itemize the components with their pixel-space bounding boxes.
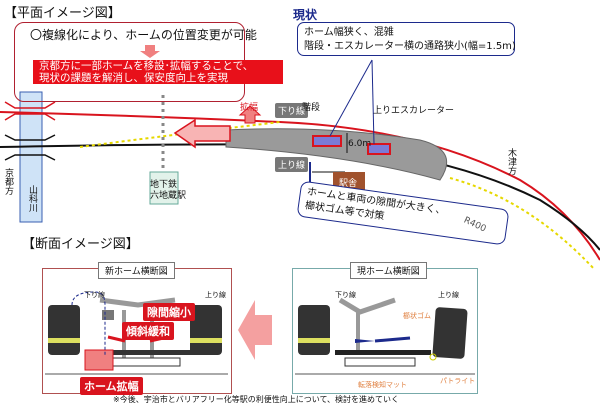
kyoto-direction: 京都方 bbox=[3, 168, 13, 195]
stairs-label: 階段 bbox=[302, 103, 321, 113]
proposal-line: 〇複線化により、ホームの位置変更が可能 bbox=[30, 28, 257, 42]
section-arrow bbox=[238, 300, 272, 360]
escalator-label: 上りエスカレーター bbox=[373, 106, 455, 116]
river-band bbox=[19, 91, 43, 223]
escalator-mark bbox=[367, 143, 391, 155]
bridge-marks bbox=[4, 101, 56, 121]
proposal-highlight: 京都方に一部ホームを移設･拡幅することで、現状の課題を解消し、保安度向上を実現 bbox=[33, 60, 283, 84]
station-building-label: 駅舎 bbox=[339, 179, 358, 189]
new-up-label: 上り線 bbox=[205, 291, 226, 299]
new-section-title: 新ホーム横断図 bbox=[98, 262, 175, 279]
down-line-label: 下り線 bbox=[275, 103, 309, 118]
plan-title: 【平面イメージ図】 bbox=[4, 6, 121, 21]
rubber-label: 櫛状ゴム bbox=[403, 312, 431, 320]
widen-label: 拡幅 bbox=[240, 103, 259, 113]
platform bbox=[225, 128, 448, 181]
footnote: ※今後、宇治市とバリアフリー化等駅の利便性向上について、検討を進めていく bbox=[113, 395, 400, 404]
river-label: 山科川 bbox=[27, 185, 37, 212]
current-label: 現状 bbox=[293, 8, 318, 22]
width-label: 6.0m bbox=[348, 139, 372, 149]
mat-label: 転落検知マット bbox=[358, 381, 407, 389]
widen-tag: ホーム拡幅 bbox=[80, 377, 143, 395]
new-down-label: 下り線 bbox=[84, 291, 105, 299]
stairs-mark bbox=[312, 135, 342, 147]
widen-arrow bbox=[238, 105, 262, 124]
section-title: 【断面イメージ図】 bbox=[22, 237, 139, 252]
up-line-label: 上り線 bbox=[275, 157, 309, 172]
patlight-label: パトライト bbox=[440, 377, 476, 385]
kizu-direction: 木津方 bbox=[506, 148, 516, 175]
relocation-arrow bbox=[173, 118, 231, 149]
subway-station-label: 地下鉄六地蔵駅 bbox=[150, 180, 187, 201]
current-issues-box: ホーム幅狭く、混雑階段・エスカレーター横の通路狭小(幅=1.5m) bbox=[297, 22, 516, 56]
current-section-title: 現ホーム横断図 bbox=[350, 262, 427, 279]
slope-tag: 傾斜緩和 bbox=[122, 322, 174, 340]
current-up-label: 上り線 bbox=[438, 291, 459, 299]
gap-reduce-tag: 隙間縮小 bbox=[143, 303, 195, 321]
down-track bbox=[0, 111, 600, 261]
current-down-label: 下り線 bbox=[335, 291, 356, 299]
down-arrow bbox=[140, 45, 160, 58]
new-section-figure bbox=[45, 291, 228, 375]
current-section-figure bbox=[295, 297, 475, 375]
